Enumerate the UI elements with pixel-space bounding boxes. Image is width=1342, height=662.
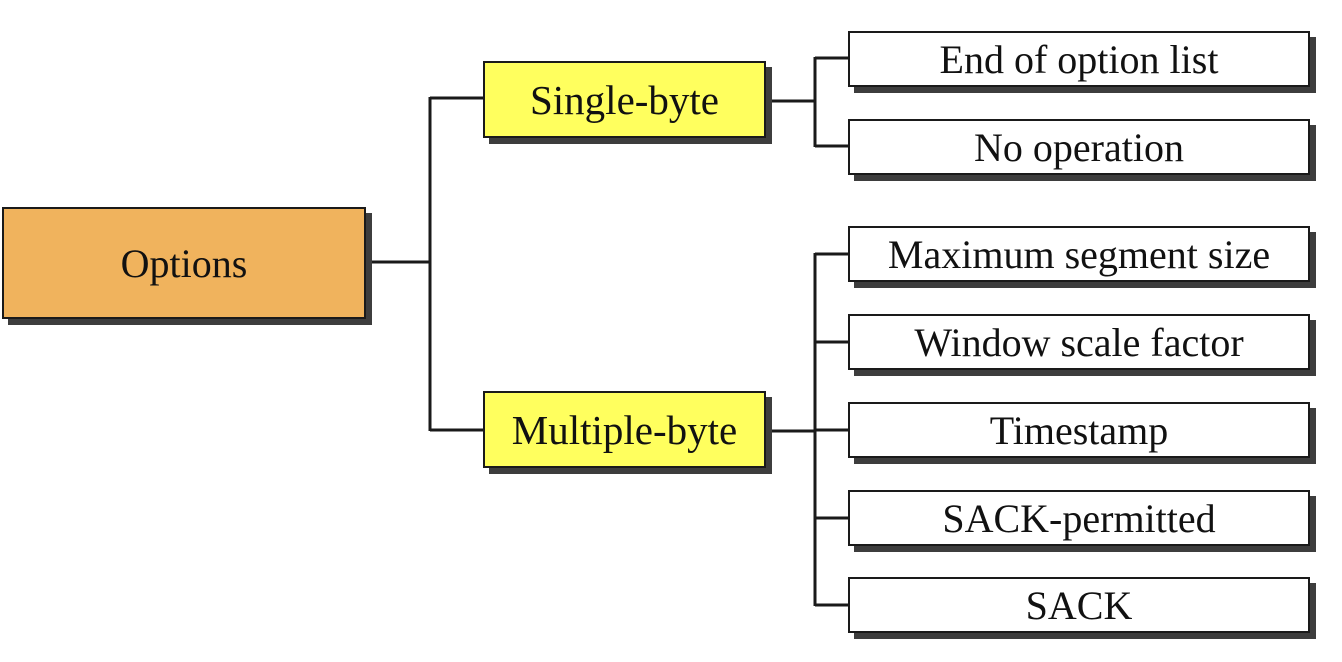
option-window-scale-factor: Window scale factor — [848, 314, 1310, 370]
option-label: SACK-permitted — [942, 495, 1216, 541]
option-no-operation: No operation — [848, 119, 1310, 175]
options-root-label: Options — [120, 240, 248, 286]
option-label: No operation — [974, 124, 1184, 170]
option-label: Maximum segment size — [887, 231, 1271, 277]
single-byte-label: Single-byte — [529, 76, 720, 123]
option-maximum-segment-size: Maximum segment size — [848, 226, 1310, 282]
option-sack-permitted: SACK-permitted — [848, 490, 1310, 546]
multiple-byte-label: Multiple-byte — [511, 406, 738, 453]
option-label: Timestamp — [989, 407, 1169, 453]
options-root-box: Options — [2, 207, 366, 319]
single-byte-box: Single-byte — [483, 61, 766, 138]
option-label: End of option list — [939, 36, 1219, 82]
option-label: Window scale factor — [914, 319, 1244, 365]
option-sack: SACK — [848, 577, 1310, 633]
option-timestamp: Timestamp — [848, 402, 1310, 458]
option-label: SACK — [1025, 582, 1133, 628]
multiple-byte-box: Multiple-byte — [483, 391, 766, 468]
option-end-of-option-list: End of option list — [848, 31, 1310, 87]
